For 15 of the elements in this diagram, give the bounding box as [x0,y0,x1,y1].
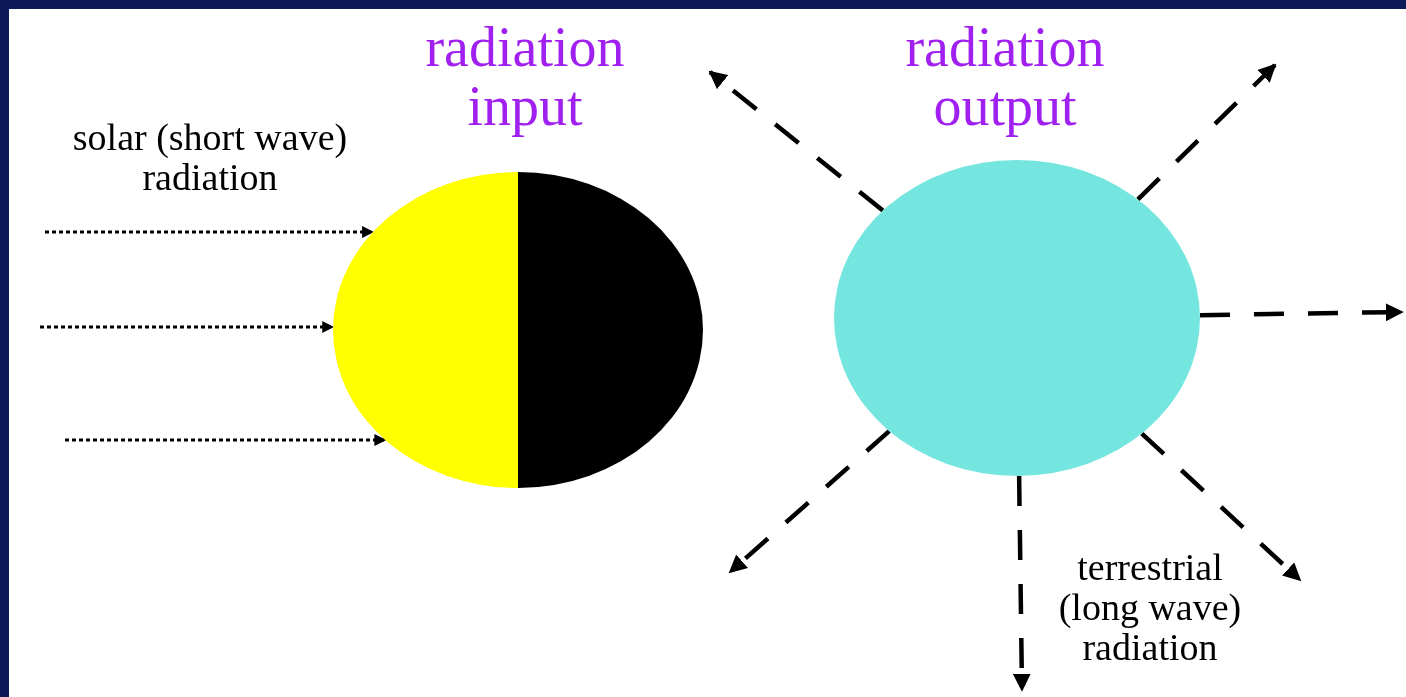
arrow [65,434,387,446]
caption-text: solar (short wave) radiation [71,118,349,198]
arrow [1012,475,1031,692]
heading: radiation output [904,18,1106,136]
arrow [45,226,375,238]
arrow [1140,431,1302,582]
arrow [1199,303,1404,322]
caption-text: terrestrial (long wave) radiation [1057,548,1243,668]
arrow [728,429,891,574]
atmosphere-circle [834,160,1200,476]
day-night-globe-drawing [333,172,703,488]
arrow [1136,63,1277,201]
heading: radiation input [424,18,626,136]
arrow [40,321,335,333]
arrow [708,70,885,213]
